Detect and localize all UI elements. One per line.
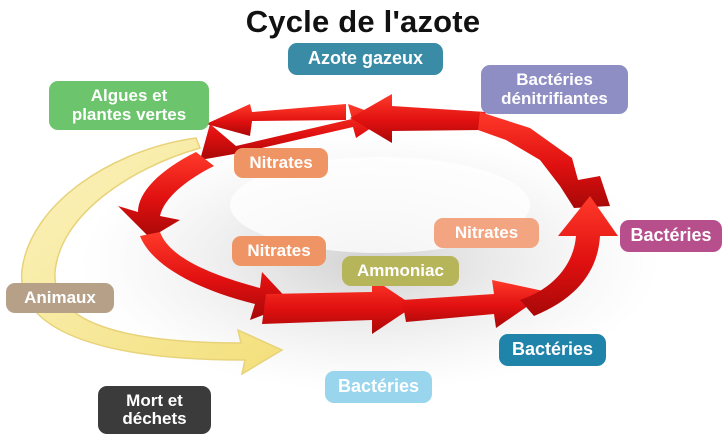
red-arrow-right-ascend: [520, 196, 618, 316]
label-bacteries-bottom-text: Bactéries: [337, 376, 420, 397]
label-nitrates-lower: Nitrates: [232, 236, 326, 266]
label-azote-gazeux-text: Azote gazeux: [307, 48, 424, 69]
label-nitrates-upper-text: Nitrates: [249, 152, 313, 172]
red-arrow-upper-left-head: [206, 104, 346, 136]
label-nitrates-right: Nitrates: [434, 218, 539, 248]
yellow-side-arrow: [20, 137, 284, 376]
label-bacteries-right: Bactéries: [620, 220, 722, 252]
label-animaux-text: Animaux: [24, 287, 96, 307]
red-arrow-left-bottom: [140, 232, 292, 320]
label-bacteries-right-text: Bactéries: [630, 225, 712, 246]
label-azote-gazeux: Azote gazeux: [288, 43, 443, 75]
red-arrow-top: [350, 94, 486, 143]
red-arrow-bottom-mid: [262, 278, 414, 334]
label-algues-line1: Algues et: [90, 86, 168, 106]
label-bacteries-bottom: Bactéries: [325, 371, 432, 403]
label-algues-line2: plantes vertes: [71, 104, 187, 124]
red-arrow-right-top: [478, 112, 610, 208]
label-denit-line1: Bactéries: [516, 70, 593, 90]
label-nitrates-upper: Nitrates: [234, 148, 328, 178]
diagram-title: Cycle de l'azote: [245, 4, 481, 39]
red-arrow-top-left: [200, 104, 386, 160]
label-denit-line2: dénitrifiantes: [501, 88, 608, 108]
label-mort-line1: Mort et: [126, 390, 183, 410]
red-arrow-bottom-right: [402, 280, 548, 328]
label-mort-line2: déchets: [122, 409, 187, 428]
label-nitrates-right-text: Nitrates: [454, 222, 519, 242]
red-arrow-left-descend: [118, 152, 214, 238]
label-bacteries-bottom-right-text: Bactéries: [511, 339, 594, 360]
label-nitrates-lower-text: Nitrates: [247, 240, 311, 260]
label-algues-plantes: Algues et plantes vertes: [49, 81, 209, 130]
label-mort-dechets: Mort et déchets: [98, 386, 211, 434]
label-ammoniac-text: Ammoniac: [357, 260, 444, 280]
label-bacteries-bottom-right: Bactéries: [499, 334, 606, 366]
label-bacteries-denitrifiantes: Bactéries dénitrifiantes: [481, 65, 628, 114]
label-ammoniac: Ammoniac: [342, 256, 459, 286]
label-animaux: Animaux: [6, 283, 114, 313]
